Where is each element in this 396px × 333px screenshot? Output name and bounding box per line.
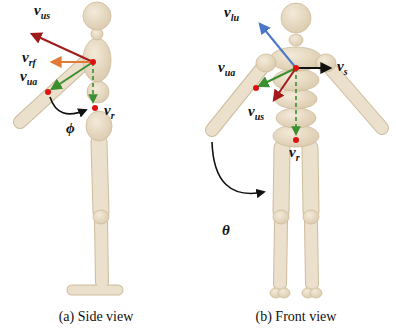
- vector-arrow: [52, 62, 93, 89]
- angle-label: θ: [222, 223, 230, 238]
- shin-outline: [280, 222, 281, 284]
- vector-label: vus: [34, 3, 50, 18]
- shin-outline: [101, 222, 102, 282]
- vector-label: vlu: [224, 5, 239, 20]
- shin: [311, 222, 312, 284]
- vector-label: vr: [289, 145, 300, 160]
- thigh: [281, 148, 282, 212]
- foot-outline: [72, 285, 118, 296]
- arm: [212, 68, 262, 130]
- vector-label: vua: [218, 60, 235, 75]
- head: [281, 3, 311, 33]
- arm-outline: [20, 58, 90, 122]
- vector-arrow: [52, 61, 93, 63]
- thigh: [310, 148, 311, 212]
- neck: [289, 34, 303, 46]
- foot: [278, 288, 290, 298]
- shin-outline: [311, 222, 312, 284]
- vector-arrow: [295, 68, 297, 134]
- joint-dot: [253, 85, 259, 91]
- vector-arrow: [296, 67, 330, 69]
- knee: [273, 210, 289, 224]
- vector-arrow: [274, 68, 296, 100]
- knee: [93, 210, 109, 224]
- vector-label: vus: [248, 104, 264, 119]
- thigh-outline: [99, 142, 101, 212]
- shin: [101, 222, 102, 282]
- thigh-outline: [310, 148, 311, 212]
- arm: [330, 68, 382, 128]
- joint-dot: [293, 137, 299, 143]
- shin: [280, 222, 281, 284]
- arm-outline: [330, 68, 382, 128]
- vector-arrow: [32, 34, 93, 62]
- abdomen: [87, 81, 109, 103]
- vector-label: vr: [104, 103, 115, 118]
- front-view-vectors: [212, 24, 330, 193]
- angle-arc: [212, 142, 264, 193]
- front-view-body: [212, 3, 382, 298]
- joint-dot: [293, 65, 299, 71]
- vector-arrow: [92, 62, 94, 102]
- angle-arc: [50, 97, 86, 114]
- arm: [20, 58, 90, 122]
- thigh: [99, 142, 101, 212]
- foot: [72, 286, 118, 295]
- torso-segment: [273, 69, 319, 91]
- head: [83, 2, 111, 30]
- foot: [310, 288, 322, 298]
- shoulder: [256, 54, 276, 72]
- joint-dot: [92, 105, 98, 111]
- vector-label: vua: [20, 69, 37, 84]
- joint-dot: [90, 59, 96, 65]
- joint-dot: [45, 89, 51, 95]
- subfigure-caption: (a) Side view: [11, 310, 181, 324]
- angle-label: ϕ: [66, 121, 75, 136]
- subfigure-caption: (b) Front view: [211, 310, 381, 324]
- shoulder: [316, 54, 336, 72]
- side-view-vectors: [32, 34, 98, 114]
- vector-label: vrf: [22, 50, 36, 65]
- knee: [303, 210, 319, 224]
- thigh-outline: [281, 148, 282, 212]
- side-view-body: [20, 2, 118, 290]
- vector-label: vs: [337, 59, 348, 74]
- vector-arrow: [260, 24, 296, 68]
- arm-outline: [212, 68, 262, 130]
